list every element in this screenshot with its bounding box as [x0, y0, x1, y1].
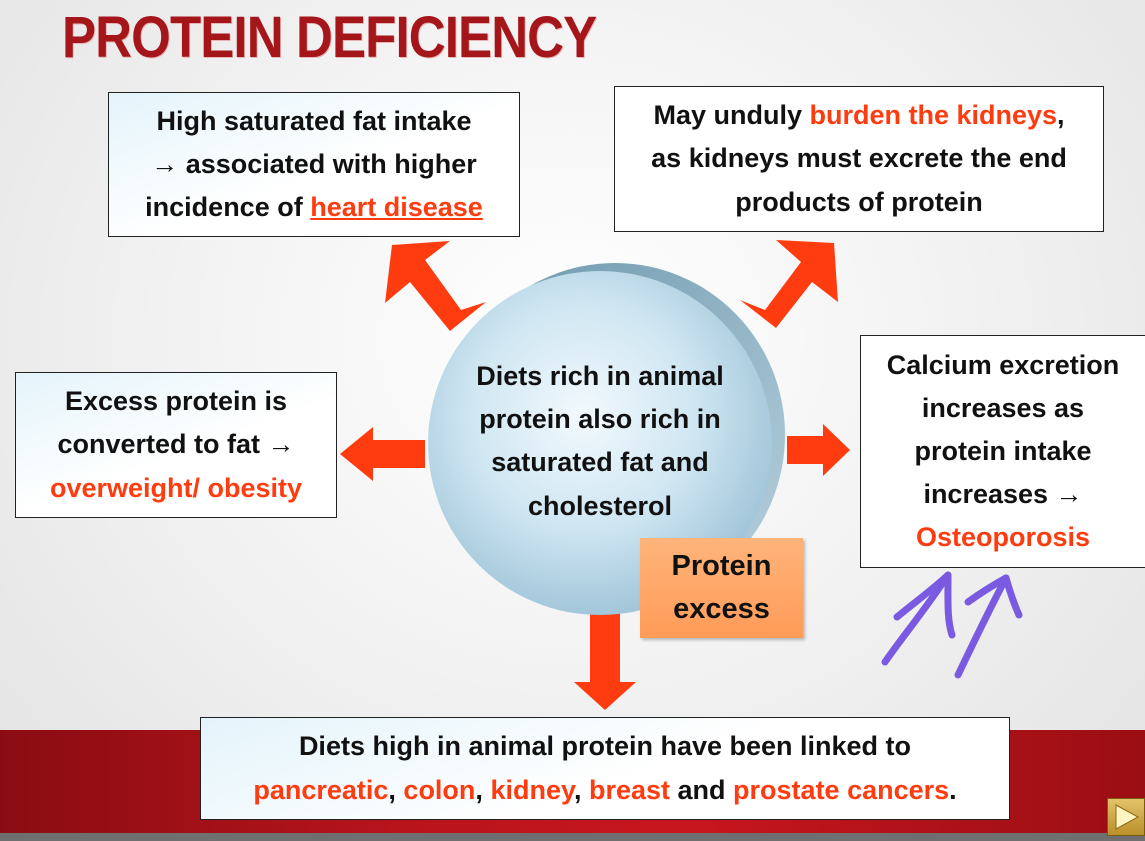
handwritten-arrow-right-head	[964, 574, 1023, 619]
next-slide-button[interactable]	[1107, 798, 1145, 836]
center-line-1: Diets rich in animal	[476, 361, 724, 391]
kidneys-line-2: as kidneys must excrete the end	[651, 143, 1067, 174]
cancer-end: .	[949, 774, 957, 805]
arrow-left	[340, 427, 425, 481]
cancer-sep-3: ,	[573, 774, 589, 805]
cancers-line-1: Diets high in animal protein have been l…	[298, 731, 912, 762]
handwritten-arrow-right	[954, 574, 1010, 679]
center-line-4: cholesterol	[527, 490, 673, 521]
calcium-box: Calcium excretion increases as protein i…	[860, 335, 1145, 568]
bottom-strip	[0, 833, 1145, 841]
calcium-line-3: protein intake	[914, 435, 1092, 466]
play-next-icon	[1115, 804, 1140, 830]
center-line-3: saturated fat and	[491, 447, 709, 478]
cancers-box: Diets high in animal protein have been l…	[200, 717, 1010, 820]
protein-excess-label: Protein excess	[640, 538, 803, 638]
center-line-2: protein also rich in	[479, 404, 721, 435]
arrow-right	[787, 424, 850, 476]
protein-excess-line-2: excess	[673, 593, 770, 625]
kidneys-box: May unduly burden the kidneys, as kidney…	[614, 86, 1104, 232]
heart-disease-box: High saturated fat intake → associated w…	[108, 92, 520, 237]
obesity-box: Excess protein is converted to fat → ove…	[15, 372, 337, 518]
calcium-line-2: increases as	[921, 392, 1085, 423]
center-circle	[420, 255, 790, 625]
cancer-sep-2: ,	[475, 774, 491, 805]
cancer-and: and	[670, 774, 734, 805]
heart-disease-text: heart disease	[310, 192, 483, 223]
osteoporosis-text: Osteoporosis	[915, 522, 1091, 553]
heart-line-1: High saturated fat intake	[156, 105, 472, 136]
heart-line-2: → associated with higher	[151, 143, 477, 186]
center-text: Diets rich in animal protein also rich i…	[440, 355, 760, 528]
arrow-glyph: →	[151, 148, 179, 179]
calcium-line-1: Calcium excretion	[886, 349, 1120, 380]
calcium-line-4: increases →	[923, 479, 1083, 510]
kidneys-line-1: May unduly burden the kidneys,	[653, 94, 1064, 137]
obesity-line-1: Excess protein is	[64, 386, 288, 417]
protein-excess-line-1: Protein	[671, 549, 772, 582]
cancers-line-2: pancreatic, colon, kidney, breast and pr…	[253, 769, 956, 812]
heart-line-3: incidence of heart disease	[145, 186, 483, 229]
arrow-down	[574, 610, 636, 710]
cancer-kidney: kidney	[490, 774, 574, 805]
obesity-line-2: converted to fat →	[57, 429, 295, 460]
kidneys-line-3: products of protein	[735, 186, 983, 217]
cancer-prostate: prostate cancers	[733, 774, 950, 805]
cancer-colon: colon	[403, 774, 476, 805]
kidneys-line-1-prefix: May unduly	[653, 100, 810, 131]
heart-line-2-text: associated with higher	[178, 148, 477, 179]
handwritten-arrow-left-head	[893, 571, 956, 639]
heart-line-3-prefix: incidence of	[145, 192, 311, 223]
page-title: PROTEIN DEFICIENCY	[62, 5, 597, 70]
cancer-pancreatic: pancreatic	[253, 774, 389, 805]
burden-kidneys-text: burden the kidneys	[809, 100, 1058, 131]
cancer-sep-1: ,	[388, 774, 404, 805]
obesity-line-3: overweight/ obesity	[49, 472, 303, 503]
arrow-up-right	[740, 240, 838, 328]
arrow-up-left	[385, 241, 486, 331]
cancer-breast: breast	[588, 774, 671, 805]
kidneys-line-1-suffix: ,	[1057, 100, 1065, 131]
